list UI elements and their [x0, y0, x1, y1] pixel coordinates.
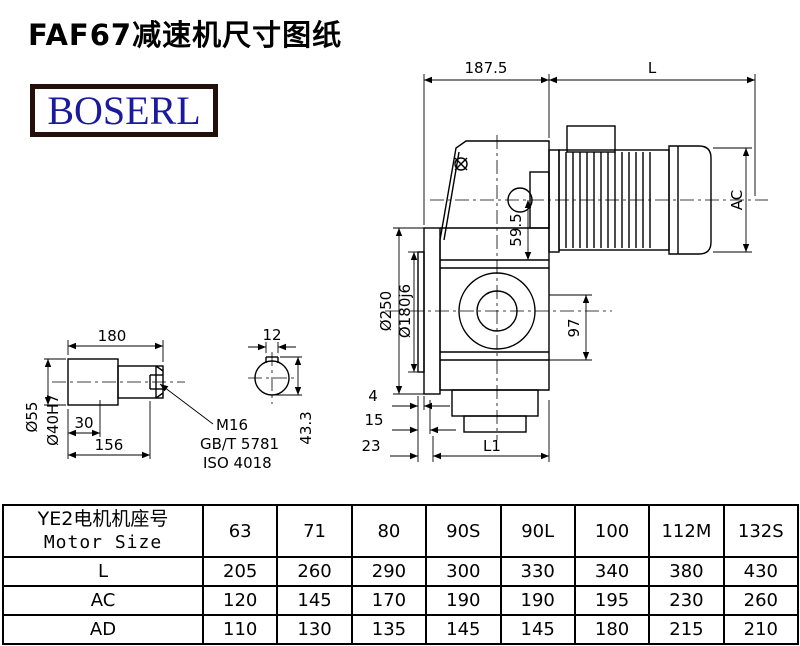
- boserl-logo-text: BOSERL: [47, 87, 201, 133]
- gear-housing: [439, 140, 550, 391]
- dim-23: 23: [361, 437, 380, 455]
- row-label-L: L: [2, 556, 204, 587]
- value-AC-90L: 190: [499, 585, 576, 616]
- motor-size-112M: 112M: [648, 504, 725, 558]
- dim-30: 30: [74, 414, 93, 432]
- table-row-AC: AC 120 145 170 190 190 195 230 260: [2, 585, 800, 616]
- value-L-100: 340: [573, 556, 651, 587]
- thread-callout: M16: [216, 416, 248, 434]
- bore-section-view: 12 43.3: [248, 326, 315, 445]
- value-AC-90S: 190: [425, 585, 502, 616]
- value-L-132S: 430: [722, 556, 800, 587]
- dim-dia-40: Ø40H7: [44, 394, 62, 446]
- value-AC-80: 170: [350, 585, 428, 616]
- table-row-L: L 205 260 290 300 330 340 380 430: [2, 556, 800, 587]
- dim-97: 97: [565, 318, 583, 337]
- shaft-small-section: [117, 365, 164, 399]
- terminal-box: [566, 125, 616, 153]
- motor-size-90S: 90S: [425, 504, 502, 558]
- motor: [558, 125, 712, 255]
- fan-cowl: [668, 145, 712, 255]
- value-AD-112M: 215: [648, 614, 725, 645]
- standard-gb: GB/T 5781: [200, 435, 279, 453]
- value-L-90S: 300: [425, 556, 502, 587]
- dim-spigot-dia: Ø180j6: [396, 284, 414, 338]
- value-L-112M: 380: [648, 556, 725, 587]
- motor-size-100: 100: [573, 504, 651, 558]
- eye-bolt-mark: [454, 157, 468, 171]
- value-AD-90S: 145: [425, 614, 502, 645]
- table-header-row: YE2电机机座号 Motor Size 63 71 80 90S 90L 100…: [2, 504, 800, 558]
- dim-156: 156: [95, 436, 124, 454]
- value-AC-71: 145: [276, 585, 353, 616]
- dim-AC: AC: [728, 190, 746, 210]
- dim-flange-dia: Ø250: [377, 291, 395, 331]
- value-L-63: 205: [201, 556, 279, 587]
- motor-size-90L: 90L: [499, 504, 576, 558]
- row-label-AC: AC: [2, 585, 204, 616]
- dim-12: 12: [262, 326, 281, 344]
- value-AC-132S: 260: [722, 585, 800, 616]
- motor-size-header-cn: YE2电机机座号: [37, 508, 169, 531]
- page-title: FAF67减速机尺寸图纸: [28, 18, 343, 52]
- shaft-detail-view: 180 30 156 Ø55 Ø40H7 M16 GB/T 5781 ISO 4…: [23, 327, 279, 472]
- dim-59-5: 59.5: [507, 213, 525, 246]
- row-label-AD: AD: [2, 614, 204, 645]
- flange-spigot: [417, 251, 425, 373]
- main-dimensions: 187.5 L AC Ø250 Ø180j6 59.5 97: [361, 59, 756, 462]
- bore-circle: [254, 360, 290, 396]
- dim-L: L: [648, 59, 657, 77]
- dim-180: 180: [98, 327, 127, 345]
- dim-dia-55: Ø55: [23, 402, 41, 433]
- value-AD-100: 180: [573, 614, 651, 645]
- technical-drawing: 187.5 L AC Ø250 Ø180j6 59.5 97: [23, 59, 768, 472]
- dim-15: 15: [364, 411, 383, 429]
- dim-L1: L1: [483, 437, 501, 455]
- motor-size-132S: 132S: [722, 504, 800, 558]
- motor-size-80: 80: [350, 504, 428, 558]
- value-AC-100: 195: [573, 585, 651, 616]
- dim-187-5: 187.5: [465, 59, 508, 77]
- value-L-90L: 330: [499, 556, 576, 587]
- main-view: [385, 125, 768, 440]
- motor-size-header-cell: YE2电机机座号 Motor Size: [2, 504, 204, 558]
- boserl-logo: BOSERL: [30, 84, 218, 137]
- motor-adapter: [529, 149, 560, 253]
- housing-foot: [451, 389, 539, 433]
- motor-size-63: 63: [201, 504, 279, 558]
- value-AD-132S: 210: [722, 614, 800, 645]
- value-L-80: 290: [350, 556, 428, 587]
- standard-iso: ISO 4018: [203, 454, 272, 472]
- value-L-71: 260: [276, 556, 353, 587]
- value-AD-90L: 145: [499, 614, 576, 645]
- dim-43-3: 43.3: [297, 411, 315, 444]
- table-row-AD: AD 110 130 135 145 145 180 215 210: [2, 614, 800, 645]
- dim-4: 4: [368, 387, 378, 405]
- motor-size-71: 71: [276, 504, 353, 558]
- value-AC-63: 120: [201, 585, 279, 616]
- value-AC-112M: 230: [648, 585, 725, 616]
- motor-fins: [565, 152, 651, 248]
- motor-size-header-en: Motor Size: [43, 532, 163, 554]
- value-AD-63: 110: [201, 614, 279, 645]
- dimension-table: YE2电机机座号 Motor Size 63 71 80 90S 90L 100…: [2, 504, 800, 645]
- value-AD-80: 135: [350, 614, 428, 645]
- value-AD-71: 130: [276, 614, 353, 645]
